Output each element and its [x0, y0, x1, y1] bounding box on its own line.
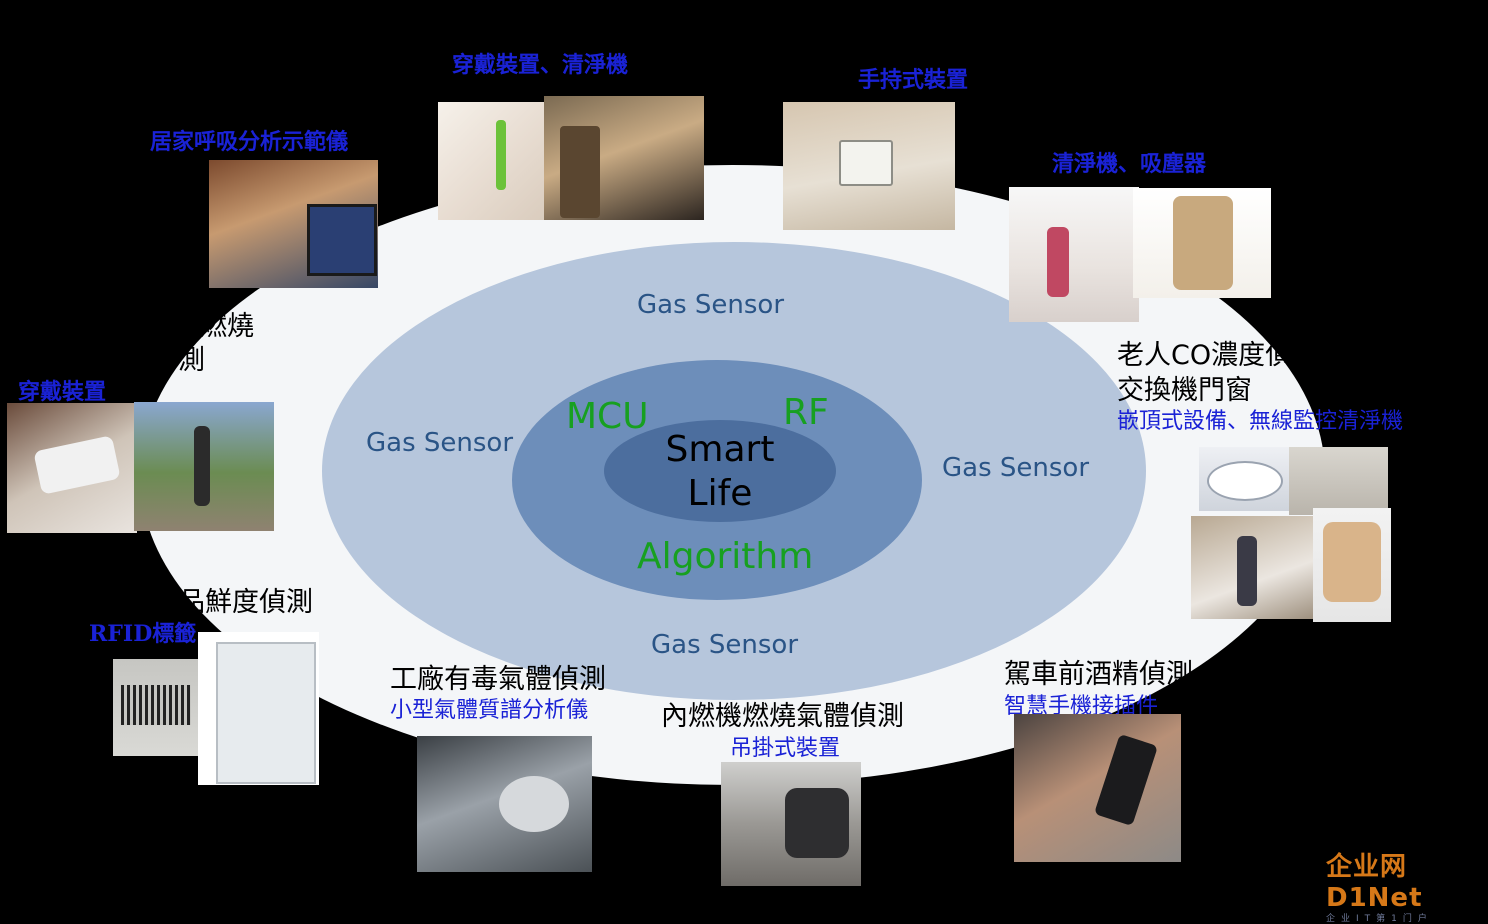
clip-sensor-shape	[496, 120, 506, 190]
label-factory-gas: 工廠有毒氣體偵測	[390, 664, 606, 695]
chamber-shape	[499, 776, 569, 832]
smart-life-core	[604, 420, 836, 522]
phone-shape	[1094, 733, 1158, 827]
controller-shape	[839, 140, 893, 186]
car-device-photo	[721, 762, 861, 886]
hanging-device-shape	[785, 788, 849, 858]
refrigerator-photo	[198, 632, 319, 785]
d1net-logo: 企业网D1Net 企业IT第1门户	[1326, 846, 1488, 924]
mother-purifier-photo	[544, 96, 704, 220]
label-hanging-device: 吊掛式裝置	[730, 736, 841, 761]
purifier-body-shape	[1173, 196, 1233, 290]
smart-life-title: Smart Life	[645, 428, 795, 516]
label-ceiling-devices: 嵌頂式設備、無線監控清淨機	[1117, 409, 1404, 434]
gas-sensor-label-left: Gas Sensor	[366, 428, 514, 458]
tags-shape	[121, 685, 191, 725]
rf-label: RF	[783, 392, 829, 433]
running-photo	[134, 402, 274, 531]
label-rfid: RFID標籤	[89, 621, 197, 647]
fridge-shape	[216, 642, 316, 784]
label-wearable-purifier: 穿戴裝置、清淨機	[452, 52, 629, 78]
elder-doorway-photo	[1191, 516, 1317, 619]
label-breath-demo: 居家呼吸分析示範儀	[150, 129, 349, 155]
label-elder-co-line1: 老人CO濃度偵	[1117, 340, 1293, 371]
combustion-text-fragment-2: 測	[178, 345, 205, 376]
label-elder-co-line2: 交換機門窗	[1117, 375, 1252, 406]
smart-line: Smart	[665, 429, 775, 470]
label-freshness: 品鮮度偵測	[178, 587, 313, 618]
elder-shape	[1237, 536, 1257, 606]
algorithm-label: Algorithm	[637, 536, 814, 577]
rfid-tags-photo	[113, 659, 199, 756]
band-shape	[33, 435, 121, 495]
label-drunk-driving: 駕車前酒精偵測	[1004, 659, 1193, 690]
label-mini-mass-spec: 小型氣體質譜分析儀	[390, 698, 589, 723]
ceiling-sensor-photo	[1199, 447, 1289, 511]
combustion-text-fragment-1: 燃燒	[200, 311, 254, 342]
monitor-shape	[307, 204, 377, 276]
life-line: Life	[687, 473, 753, 514]
label-handheld: 手持式裝置	[858, 67, 969, 93]
air-purifier-photo	[1133, 188, 1271, 298]
gas-sensor-label-right: Gas Sensor	[942, 453, 1090, 483]
gas-sensor-label-bottom: Gas Sensor	[651, 630, 799, 660]
label-wearable: 穿戴裝置	[18, 379, 107, 405]
breath-analysis-photo	[209, 160, 378, 288]
dome-shape	[1207, 461, 1283, 501]
baby-wearable-photo	[438, 102, 558, 220]
camera-body-shape	[1323, 522, 1381, 602]
runner-shape	[194, 426, 210, 506]
handheld-device-photo	[783, 102, 955, 230]
logo-main-text: 企业网D1Net	[1326, 852, 1423, 913]
label-purifier-vacuum: 清淨機、吸塵器	[1052, 151, 1207, 177]
smartphone-breath-photo	[1014, 714, 1181, 862]
mcu-label: MCU	[566, 396, 649, 437]
wrist-device-photo	[7, 403, 137, 533]
purifier-shape	[560, 126, 600, 218]
vacuum-photo	[1009, 187, 1139, 322]
person-shape	[1047, 227, 1069, 297]
gas-sensor-label-top: Gas Sensor	[637, 290, 785, 320]
home-camera-photo	[1313, 508, 1391, 622]
logo-sub-text: 企业IT第1门户	[1326, 914, 1433, 924]
lab-instrument-photo	[417, 736, 592, 872]
label-engine-gas: 內燃機燃燒氣體偵測	[661, 701, 904, 732]
ceiling-panel-photo	[1289, 447, 1388, 515]
